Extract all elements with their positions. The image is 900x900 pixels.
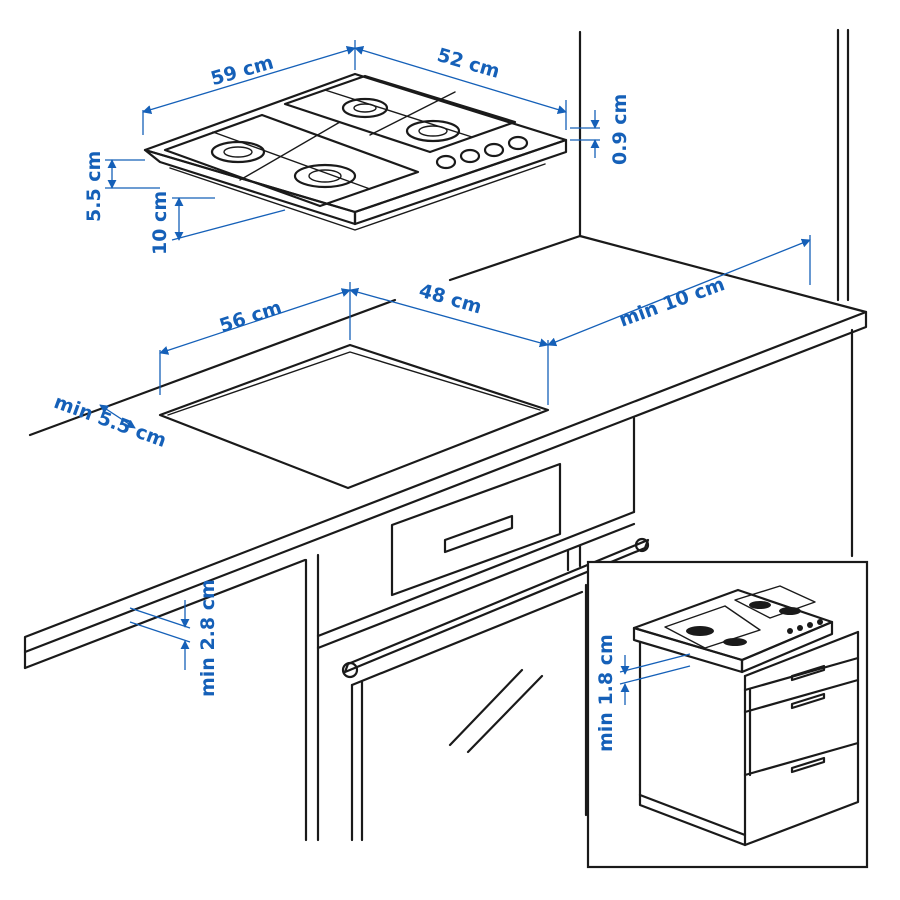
control-knobs <box>435 135 529 170</box>
oven-control-panel <box>390 462 562 597</box>
hob-below-label: 10 cm <box>149 191 171 255</box>
inset-gap-label: min 1.8 cm <box>595 634 617 752</box>
rear-clearance-label: min 10 cm <box>616 273 727 331</box>
hob-depth-label: 52 cm <box>435 44 503 83</box>
hob-height-label: 5.5 cm <box>83 151 105 222</box>
cutout-width-label: 56 cm <box>217 297 285 338</box>
burner-icon <box>293 163 357 189</box>
wall-lines <box>578 28 854 558</box>
burner-icon <box>405 119 461 143</box>
inset-detail <box>586 560 869 869</box>
oven-door <box>350 583 588 842</box>
oven-handle <box>341 537 650 679</box>
hob-width-label: 59 cm <box>208 51 276 90</box>
hob-thickness-label: 0.9 cm <box>609 94 631 165</box>
inset-cabinet <box>632 585 860 847</box>
worktop <box>23 234 868 670</box>
gas-hob <box>143 72 568 231</box>
dimension-lines <box>99 40 811 705</box>
cutout-depth-label: 48 cm <box>416 280 484 319</box>
glass-reflection <box>448 668 544 754</box>
built-in-oven <box>304 416 650 842</box>
worktop-gap-label: min 2.8 cm <box>197 579 219 697</box>
burner-icon <box>210 140 266 164</box>
